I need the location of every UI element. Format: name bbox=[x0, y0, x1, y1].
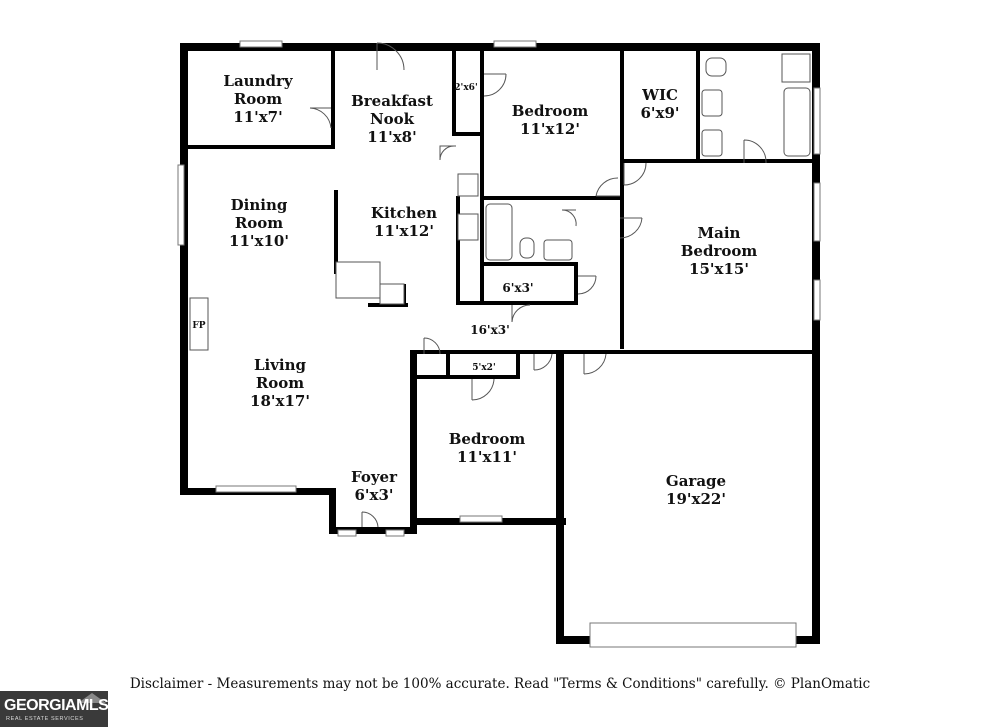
interior-walls bbox=[188, 51, 820, 379]
counter-end bbox=[379, 283, 405, 305]
sink-main-2 bbox=[701, 129, 723, 157]
toilet-hall bbox=[519, 237, 535, 259]
logo-main-text: GEORGIAMLS bbox=[4, 697, 109, 714]
disclaimer-text: Disclaimer - Measurements may not be 100… bbox=[129, 676, 871, 692]
window-main-lower bbox=[813, 279, 821, 321]
main-bedroom-size: 15'x15' bbox=[689, 260, 749, 278]
georgia-mls-logo: GEORGIAMLS REAL ESTATE SERVICES bbox=[0, 691, 109, 727]
window-main-upper bbox=[813, 182, 821, 242]
sink-hall bbox=[543, 239, 573, 261]
bedroom-lower-size: 11'x11' bbox=[457, 448, 517, 466]
fridge bbox=[457, 173, 479, 197]
kitchen-label: Kitchen bbox=[371, 204, 437, 222]
wic-size: 6'x9' bbox=[640, 104, 679, 122]
windows bbox=[177, 40, 821, 648]
window-foyer-left bbox=[337, 529, 357, 537]
closet-lower-size: 5'x2' bbox=[472, 363, 495, 373]
exterior-walls bbox=[180, 43, 820, 644]
kitchen-size: 11'x12' bbox=[374, 222, 434, 240]
bedroom-lower-label: Bedroom bbox=[449, 430, 526, 448]
window-living bbox=[215, 485, 297, 493]
closet-mid-size: 6'x3' bbox=[502, 281, 533, 295]
doors bbox=[309, 42, 767, 528]
logo-sub-text: REAL ESTATE SERVICES bbox=[6, 716, 84, 722]
living-size: 18'x17' bbox=[250, 392, 310, 410]
fireplace-label: FP bbox=[192, 321, 205, 331]
breakfast-size: 11'x8' bbox=[367, 128, 416, 146]
hall-size: 16'x3' bbox=[470, 323, 510, 337]
window-foyer-right bbox=[385, 529, 405, 537]
laundry-size: 11'x7' bbox=[233, 108, 282, 126]
toilet-main bbox=[705, 57, 727, 77]
window-bedroom-top bbox=[493, 40, 537, 48]
foyer-size: 6'x3' bbox=[354, 486, 393, 504]
bedroom-top-size: 11'x12' bbox=[520, 120, 580, 138]
wic-label: WIC bbox=[641, 86, 678, 104]
window-dining bbox=[177, 164, 185, 246]
bedroom-top-label: Bedroom bbox=[512, 102, 589, 120]
house-roof-icon bbox=[78, 693, 106, 703]
closet-small-size: 2'x6' bbox=[454, 83, 477, 93]
garage-label: Garage bbox=[666, 472, 726, 490]
counter-island bbox=[335, 261, 381, 299]
shower-main bbox=[781, 53, 811, 83]
sink-main-1 bbox=[701, 89, 723, 117]
bathtub-main bbox=[783, 87, 811, 157]
window-bath bbox=[813, 87, 821, 155]
fixtures bbox=[189, 53, 811, 351]
foyer-label: Foyer bbox=[351, 468, 398, 486]
window-bedroom-lower bbox=[459, 515, 503, 523]
garage-size: 19'x22' bbox=[666, 490, 726, 508]
fireplace-box bbox=[189, 297, 209, 351]
garage-door bbox=[589, 622, 797, 648]
window-laundry bbox=[239, 40, 283, 48]
dining-size: 11'x10' bbox=[229, 232, 289, 250]
bathtub-hall bbox=[485, 203, 513, 261]
stove bbox=[457, 213, 479, 241]
